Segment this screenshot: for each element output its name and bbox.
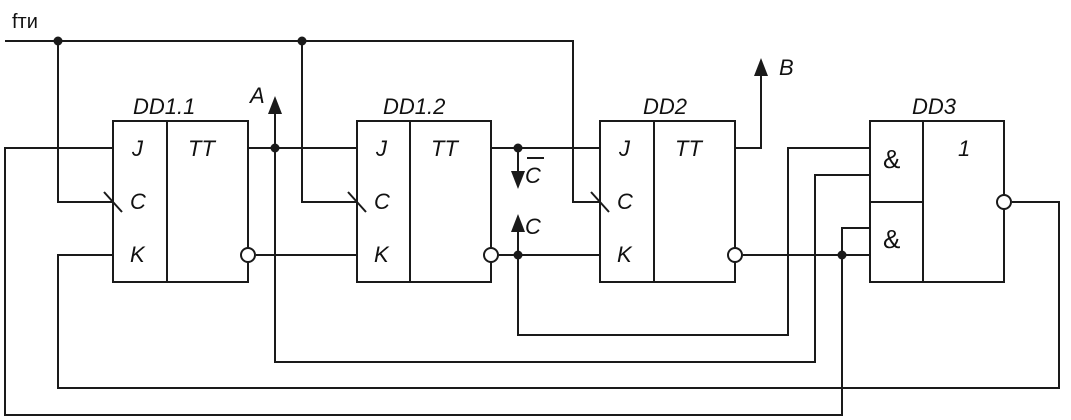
clock-slash xyxy=(347,191,367,213)
arrow-down-icon xyxy=(511,171,525,189)
or-output-symbol: 1 xyxy=(958,136,970,161)
junction-dot xyxy=(837,250,847,260)
wire-clock-dd11 xyxy=(57,41,113,203)
and-gate-symbol: & xyxy=(883,224,900,254)
wire-a-tap xyxy=(274,110,870,363)
block-dd11 xyxy=(103,120,256,283)
pin-k: K xyxy=(374,242,390,267)
pin-j: J xyxy=(618,136,631,161)
arrow-up-icon xyxy=(268,96,282,114)
inverted-output xyxy=(996,194,1012,210)
inverted-output xyxy=(483,247,499,263)
junction-dot xyxy=(513,250,523,260)
arrow-up-icon xyxy=(511,214,525,232)
arrow-up-icon xyxy=(754,58,768,76)
block-name: DD1.2 xyxy=(383,94,445,119)
wire-clock-bus xyxy=(5,40,600,203)
clock-input-label: fти xyxy=(12,11,38,33)
pin-k: K xyxy=(617,242,633,267)
wire-dd11-j-feedback xyxy=(4,147,843,416)
clock-slash xyxy=(103,191,123,213)
block-dd2 xyxy=(590,120,743,283)
wire-dd2-q xyxy=(735,72,762,149)
pin-j: J xyxy=(131,136,144,161)
block-name: DD3 xyxy=(912,94,957,119)
inverted-output xyxy=(240,247,256,263)
wire-dd3-lower-in xyxy=(841,227,870,255)
block-type: TT xyxy=(675,136,703,161)
pin-c: C xyxy=(374,189,390,214)
and-gate-symbol: & xyxy=(883,144,900,174)
block-type: TT xyxy=(188,136,216,161)
signal-c-bar-label: C xyxy=(525,163,541,188)
pin-c: C xyxy=(130,189,146,214)
block-name: DD2 xyxy=(643,94,687,119)
block-dd12 xyxy=(347,120,499,283)
block-name: DD1.1 xyxy=(133,94,195,119)
signal-c-label: C xyxy=(525,214,541,239)
junction-dot xyxy=(270,143,280,153)
pin-j: J xyxy=(375,136,388,161)
junction-dot xyxy=(297,36,307,46)
junction-dot xyxy=(53,36,63,46)
block-type: TT xyxy=(431,136,459,161)
block-dd3 xyxy=(869,120,1012,283)
pin-k: K xyxy=(130,242,146,267)
wire-c-loop xyxy=(517,147,870,336)
wire-dd11-k-feedback xyxy=(57,201,1060,389)
signal-b-label: B xyxy=(779,55,794,80)
wire-clock-dd12 xyxy=(301,41,357,203)
pin-c: C xyxy=(617,189,633,214)
junction-dot xyxy=(513,143,523,153)
clock-slash xyxy=(590,191,610,213)
signal-a-label: A xyxy=(248,83,265,108)
inverted-output xyxy=(727,247,743,263)
